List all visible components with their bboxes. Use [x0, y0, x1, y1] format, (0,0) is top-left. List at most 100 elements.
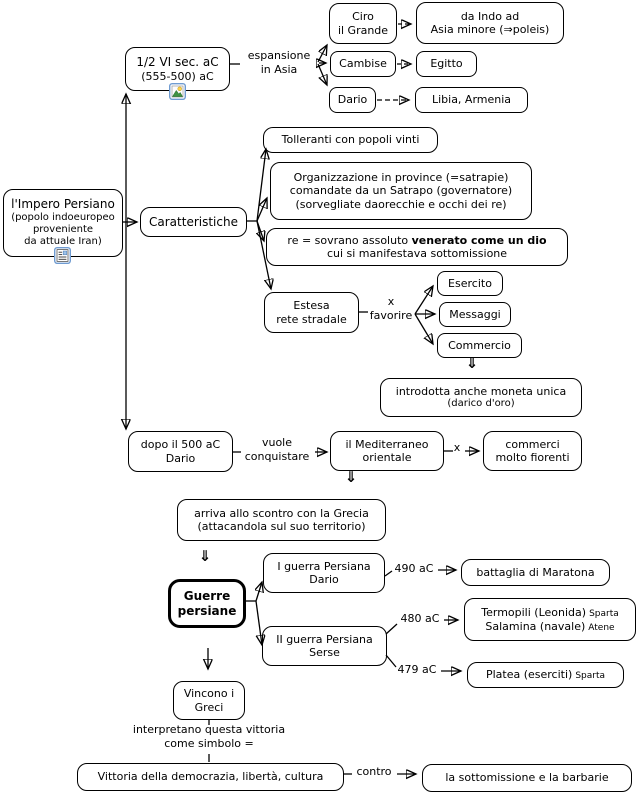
- link-label-interpretano[interactable]: interpretano questa vittoria come simbol…: [118, 723, 300, 751]
- node-moneta-unica[interactable]: introdotta anche moneta unica (darico d'…: [380, 378, 582, 417]
- node-guerre-line1: Guerre: [183, 588, 231, 603]
- link-espansione-line1: espansione: [247, 49, 311, 62]
- node-estesa-line2: rete stradale: [276, 312, 347, 326]
- node-commercio[interactable]: Commercio: [437, 333, 522, 358]
- node-estesa-line1: Estesa: [293, 299, 330, 313]
- link-label-espansione[interactable]: espansione in Asia: [237, 49, 321, 77]
- double-down-arrow-icon: ⇓: [198, 547, 212, 565]
- node-dario-label: Dario: [337, 93, 368, 107]
- node-guerre-persiane[interactable]: Guerre persiane: [168, 579, 246, 628]
- node-scontro-grecia[interactable]: arriva allo scontro con la Grecia (attac…: [177, 499, 386, 541]
- node-guerra1-line2: Dario: [309, 573, 339, 586]
- node-caratteristiche-label: Caratteristiche: [149, 214, 238, 229]
- node-sottomissione-label: la sottomissione e la barbarie: [445, 771, 609, 785]
- node-dopo500-line1: dopo il 500 aC: [140, 438, 221, 452]
- node-re-line2: cui si manifestava sottomissione: [326, 247, 508, 260]
- node-sottomissione-barbarie[interactable]: la sottomissione e la barbarie: [422, 764, 632, 792]
- arrow-to-organizzazione: [256, 198, 267, 222]
- node-guerra1-line1: I guerra Persiana: [277, 559, 371, 573]
- node-seconda-guerra[interactable]: II guerra Persiana Serse: [262, 626, 387, 666]
- link-490-text: 490 aC: [394, 562, 434, 575]
- link-vuole-line1: vuole: [261, 436, 293, 449]
- node-vincono-greci[interactable]: Vincono i Greci: [173, 681, 245, 720]
- node-tolleranti-label: Tolleranti con popoli vinti: [281, 133, 420, 147]
- node-platea[interactable]: Platea (eserciti)Sparta: [467, 662, 624, 688]
- node-organizzazione-line1: Organizzazione in province (=satrapie): [293, 170, 509, 184]
- node-ciro[interactable]: Ciro il Grande: [329, 3, 397, 44]
- node-estesa-rete[interactable]: Estesa rete stradale: [264, 292, 359, 333]
- node-indo-line1: da Indo ad: [460, 9, 520, 23]
- link-label-490ac[interactable]: 490 aC: [390, 562, 438, 576]
- arrow-to-re: [257, 220, 264, 241]
- node-vittoria-label: Vittoria della democrazia, libertà, cult…: [97, 770, 324, 784]
- picture-icon[interactable]: [168, 82, 187, 101]
- node-scontro-line1: arriva allo scontro con la Grecia: [194, 506, 369, 520]
- node-re-line1-bold: venerato come un dio: [411, 233, 547, 247]
- link-label-479ac[interactable]: 479 aC: [393, 663, 441, 677]
- node-vincono-line1: Vincono i: [183, 687, 235, 701]
- arrow-to-esercito: [414, 286, 433, 315]
- link-label-480ac[interactable]: 480 aC: [396, 612, 444, 626]
- node-scontro-line2: (attacandola sul suo territorio): [197, 520, 366, 533]
- link-favorire-line1: x: [387, 295, 395, 308]
- node-commerci-line1: commerci: [505, 437, 560, 451]
- node-prima-guerra[interactable]: I guerra Persiana Dario: [263, 553, 385, 593]
- link-479-text: 479 aC: [397, 663, 437, 676]
- node-termopili-line1-main: Termopili (Leonida): [481, 605, 587, 619]
- node-messaggi[interactable]: Messaggi: [439, 302, 511, 327]
- node-impero-line1: l'Impero Persiano: [11, 197, 115, 212]
- node-impero-persiano[interactable]: l'Impero Persiano (popolo indoeuropeo pr…: [3, 189, 123, 257]
- node-impero-line4: da attuale Iran): [24, 236, 102, 248]
- node-platea-small: Sparta: [575, 671, 606, 682]
- node-moneta-line1: introdotta anche moneta unica: [395, 384, 567, 398]
- node-messaggi-label: Messaggi: [449, 307, 501, 321]
- node-vittoria-democrazia[interactable]: Vittoria della democrazia, libertà, cult…: [77, 763, 344, 791]
- node-ciro-line2: il Grande: [337, 23, 389, 37]
- node-re-sovrano[interactable]: re = sovrano assoluto venerato come un d…: [266, 228, 568, 266]
- double-down-arrow-icon: ⇓: [465, 354, 479, 372]
- node-libia-label: Libia, Armenia: [431, 93, 512, 107]
- node-organizzazione[interactable]: Organizzazione in province (=satrapie) c…: [270, 162, 532, 220]
- node-mediterraneo[interactable]: il Mediterraneo orientale: [330, 431, 444, 471]
- node-termopili-salamina[interactable]: Termopili (Leonida)Sparta Salamina (nava…: [464, 598, 636, 641]
- node-dopo500[interactable]: dopo il 500 aC Dario: [128, 431, 233, 472]
- link-x-text: x: [453, 441, 461, 454]
- node-libia-armenia[interactable]: Libia, Armenia: [415, 87, 528, 113]
- link-label-vuole-conquistare[interactable]: vuole conquistare: [238, 436, 316, 464]
- node-vincono-line2: Greci: [194, 700, 224, 714]
- node-egitto[interactable]: Egitto: [416, 51, 477, 77]
- arrow-to-commercio: [414, 313, 433, 344]
- node-guerra2-line1: II guerra Persiana: [276, 632, 373, 646]
- node-commercio-label: Commercio: [448, 338, 511, 352]
- node-termopili-line1-small: Sparta: [589, 608, 619, 619]
- node-commerci-line2: molto fiorenti: [495, 451, 570, 464]
- note-icon[interactable]: [53, 246, 72, 265]
- node-termopili-line2: Salamina (navale)Atene: [485, 620, 614, 634]
- node-organizzazione-line3: (sorvegliate daorecchie e occhi dei re): [295, 197, 507, 211]
- node-periodo-line1: 1/2 VI sec. aC: [136, 54, 219, 69]
- node-guerre-line2: persiane: [177, 603, 237, 618]
- link-label-x[interactable]: x: [450, 441, 464, 455]
- link-favorire-line2: favorire: [369, 308, 413, 322]
- node-esercito[interactable]: Esercito: [437, 271, 503, 296]
- node-dario[interactable]: Dario: [329, 87, 376, 113]
- node-indo[interactable]: da Indo ad Asia minore (⇒poleis): [416, 2, 564, 44]
- node-platea-main: Platea (eserciti): [485, 668, 573, 682]
- node-ciro-line1: Ciro: [352, 10, 374, 24]
- link-label-favorire[interactable]: x favorire: [366, 295, 416, 323]
- node-tolleranti[interactable]: Tolleranti con popoli vinti: [263, 127, 438, 153]
- node-commerci-fiorenti[interactable]: commerci molto fiorenti: [483, 431, 582, 471]
- node-egitto-label: Egitto: [430, 57, 463, 71]
- link-label-contro[interactable]: contro: [351, 765, 397, 779]
- node-cambise[interactable]: Cambise: [330, 51, 396, 77]
- link-interpretano-line2: come simbolo =: [164, 736, 254, 750]
- node-caratteristiche[interactable]: Caratteristiche: [140, 207, 247, 237]
- node-maratona-label: battaglia di Maratona: [476, 565, 595, 579]
- node-maratona[interactable]: battaglia di Maratona: [461, 559, 610, 586]
- node-termopili-line2-main: Salamina (navale): [485, 619, 586, 633]
- node-moneta-line2: (darico d'oro): [447, 398, 515, 410]
- link-vuole-line2: conquistare: [244, 449, 310, 463]
- node-impero-line3: proveniente: [32, 224, 94, 236]
- node-guerra2-line2: Serse: [309, 646, 340, 659]
